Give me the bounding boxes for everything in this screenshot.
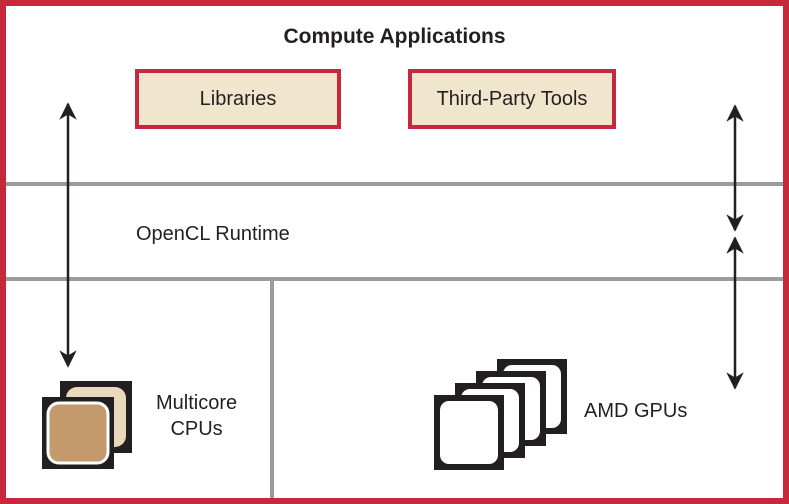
cpu-gpu-divider <box>270 281 274 498</box>
libraries-box: Libraries <box>135 69 341 129</box>
libraries-label: Libraries <box>199 87 277 110</box>
multicore-cpus-label-line-1: Multicore <box>156 392 238 414</box>
third-party-tools-box: Third-Party Tools <box>408 69 616 129</box>
opencl-runtime-label: OpenCL Runtime <box>136 223 290 245</box>
multicore-cpu-icon <box>42 381 132 469</box>
multicore-cpus-label-line-2: CPUs <box>170 418 223 440</box>
application-runtime-divider <box>6 182 783 186</box>
gpu-stack-icon <box>434 359 567 470</box>
multicore-cpus-label: Multicore CPUs <box>156 390 237 442</box>
runtime-hardware-divider <box>6 277 783 281</box>
compute-applications-title: Compute Applications <box>283 25 506 48</box>
third-party-tools-label: Third-Party Tools <box>436 87 588 110</box>
amd-gpus-label: AMD GPUs <box>584 400 688 422</box>
